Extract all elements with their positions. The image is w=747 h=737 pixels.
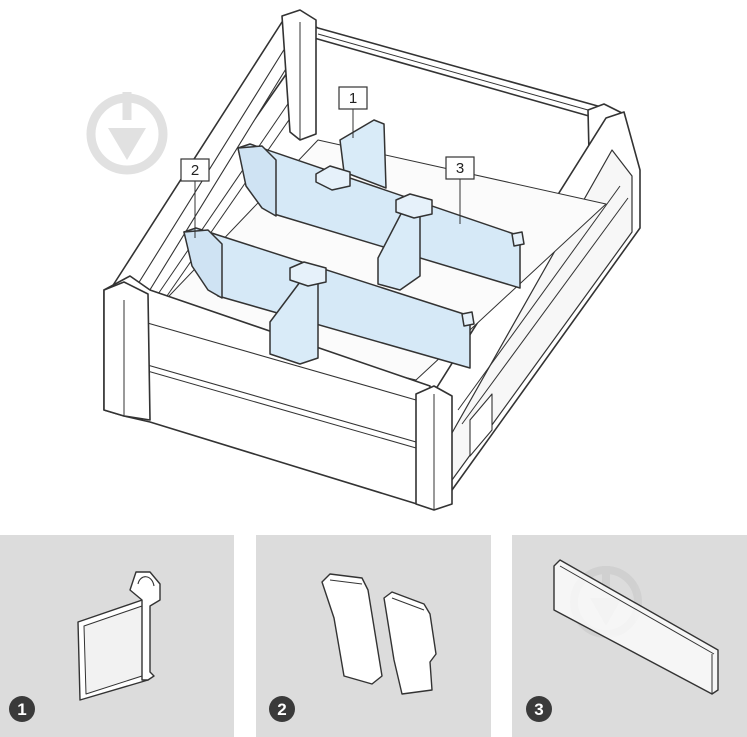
divider-panel-illustration — [553, 559, 719, 695]
divider-clip-illustration — [77, 571, 161, 701]
divider-clip-back — [315, 165, 351, 191]
end-cap-front — [183, 229, 223, 299]
part-panel-2: 2 — [256, 535, 491, 737]
drawer — [103, 9, 641, 511]
panel-badge-3 — [526, 696, 552, 722]
callout-2: 2 — [180, 158, 210, 238]
panel-badge-1 — [9, 696, 35, 722]
panel-number-2: 2 — [277, 700, 286, 719]
callout-1: 1 — [338, 86, 368, 138]
drop-watermark-icon — [86, 92, 168, 175]
panel-badge-2 — [269, 696, 295, 722]
end-caps-illustration — [321, 573, 437, 695]
callout-label-3: 3 — [456, 160, 464, 177]
end-cap-back — [237, 145, 277, 217]
cross-divider-back — [339, 119, 387, 189]
panel-number-3: 3 — [534, 700, 543, 719]
panel-number-1: 1 — [17, 700, 26, 719]
part-panel-3: 3 — [512, 535, 747, 737]
drawer-dividers — [183, 119, 525, 369]
callout-label-1: 1 — [349, 90, 357, 107]
part-panel-1: 1 — [0, 535, 234, 737]
callout-label-2: 2 — [191, 162, 199, 179]
callout-3: 3 — [445, 156, 475, 224]
